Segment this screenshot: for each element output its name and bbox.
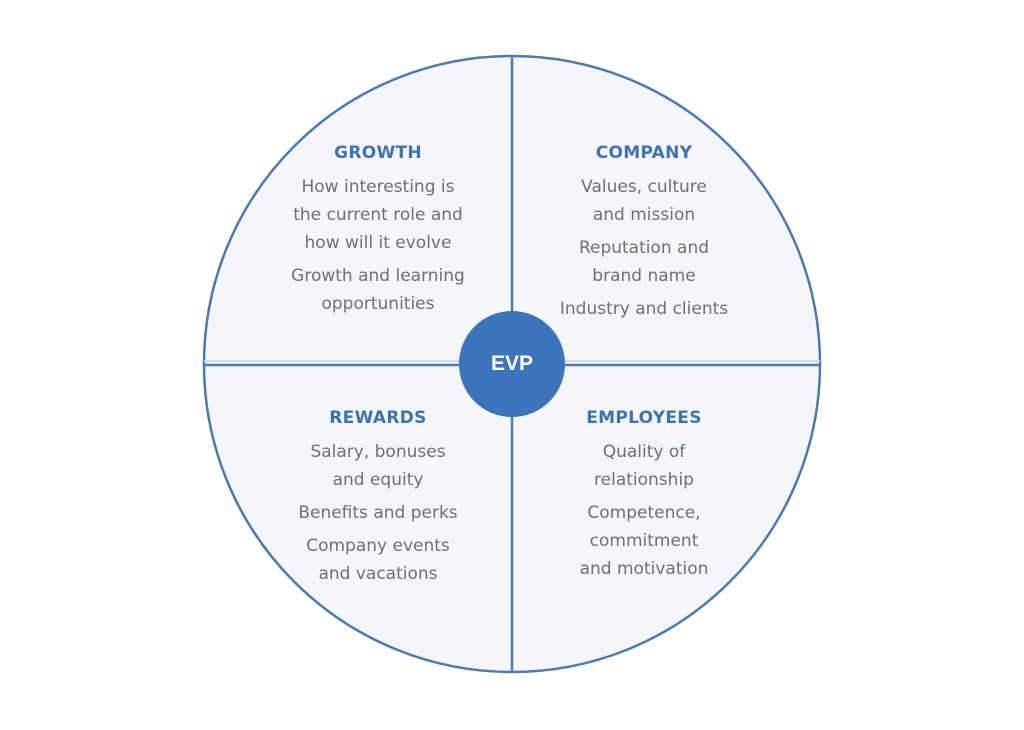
quadrant-item: Industry and clients	[559, 299, 729, 319]
quadrant-employees: EMPLOYEES Quality of relationship Compet…	[519, 408, 769, 588]
center-circle	[459, 311, 565, 417]
quadrant-item: Competence, commitment and motivation	[579, 503, 709, 579]
quadrant-rewards: REWARDS Salary, bonuses and equity Benef…	[253, 408, 503, 593]
quadrant-item: Quality of relationship	[594, 442, 694, 490]
quadrant-item: Company events and vacations	[306, 536, 450, 584]
quadrant-item: Salary, bonuses and equity	[310, 442, 446, 490]
quadrant-item: How interesting is the current role and …	[293, 177, 463, 253]
quadrant-item: Reputation and brand name	[578, 238, 710, 286]
quadrant-growth: GROWTH How interesting is the current ro…	[253, 143, 503, 323]
quadrant-item: Benefits and perks	[298, 503, 458, 523]
quadrant-title: EMPLOYEES	[586, 408, 702, 428]
center-label: EVP	[490, 352, 534, 375]
quadrant-item: Values, culture and mission	[581, 177, 707, 225]
quadrant-item: Growth and learning opportunities	[291, 266, 465, 314]
quadrant-title: COMPANY	[595, 143, 693, 163]
quadrant-title: GROWTH	[334, 143, 422, 163]
quadrant-title: REWARDS	[329, 408, 427, 428]
quadrant-company: COMPANY Values, culture and mission Repu…	[519, 143, 769, 328]
